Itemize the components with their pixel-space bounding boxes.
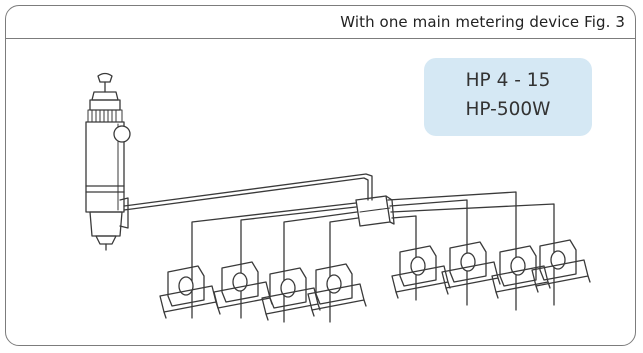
- caption-bar: With one main metering device Fig. 3: [6, 6, 635, 39]
- main-feed-line: [123, 173, 373, 211]
- bearing-block: [261, 267, 321, 321]
- bearing-blocks: [159, 239, 591, 321]
- pump-reservoir: [85, 121, 125, 213]
- figure-caption: With one main metering device Fig. 3: [340, 13, 625, 31]
- branch-lines-right: [387, 191, 555, 311]
- bearing-block: [159, 265, 219, 319]
- pump-knurl-ring: [87, 109, 123, 123]
- main-metering-pump: [85, 72, 131, 251]
- pump-head: [89, 99, 121, 111]
- bearing-block: [531, 239, 591, 293]
- model-label-line-2: HP-500W: [465, 99, 551, 120]
- pump-knob: [97, 72, 113, 83]
- bearing-block: [491, 245, 551, 299]
- model-label-line-1: HP 4 - 15: [465, 70, 551, 91]
- pump-gauge-icon: [113, 125, 131, 143]
- pump-outlet: [95, 235, 117, 245]
- pump-lever: [119, 197, 129, 229]
- pump-base: [89, 211, 123, 237]
- pump-cap: [91, 91, 119, 101]
- bearing-block: [307, 263, 367, 317]
- model-label-box: HP 4 - 15 HP-500W: [424, 58, 592, 136]
- bearing-block: [441, 241, 501, 295]
- bearing-block: [391, 245, 451, 299]
- bearing-block: [213, 261, 273, 315]
